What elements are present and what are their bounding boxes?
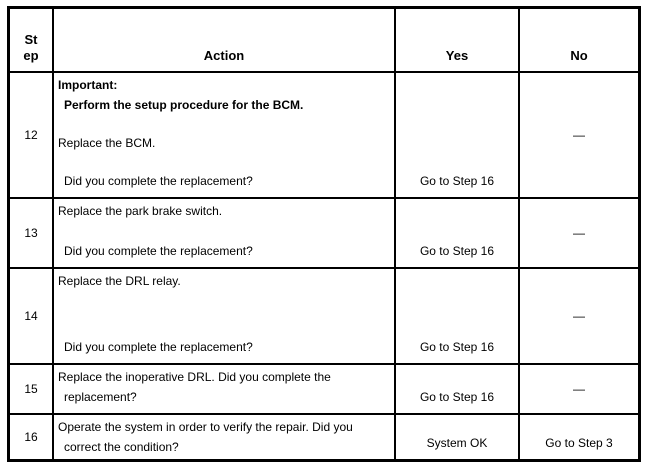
- yes-cell: Go to Step 16: [394, 269, 518, 363]
- action-cell: Operate the system in order to verify th…: [52, 415, 394, 459]
- action-cell: Replace the inoperative DRL. Did you com…: [52, 365, 394, 413]
- yes-answer: Go to Step 16: [419, 390, 495, 404]
- action-question: Did you complete the replacement?: [64, 174, 253, 188]
- header-cell-yes: Yes: [394, 9, 518, 71]
- no-header-label: No: [570, 48, 588, 63]
- action-main-text: Replace the park brake switch.: [58, 204, 223, 218]
- action-main-text: Replace the BCM.: [58, 136, 156, 150]
- no-dash: —: [573, 382, 585, 396]
- no-dash: —: [573, 128, 585, 142]
- header-cell-no: No: [518, 9, 638, 71]
- yes-cell: Go to Step 16: [394, 73, 518, 197]
- yes-answer: Go to Step 16: [419, 174, 495, 188]
- yes-cell: System OK: [394, 415, 518, 459]
- no-dash: —: [573, 309, 585, 323]
- diagnostic-table: Step Action Yes No 12 Important: Perform…: [7, 6, 641, 462]
- action-question: Did you complete the replacement?: [64, 244, 253, 258]
- important-block: Important: Perform the setup procedure f…: [58, 75, 390, 115]
- action-text: Replace the inoperative DRL. Did you com…: [58, 370, 331, 404]
- no-cell: —: [518, 73, 638, 197]
- header-cell-step: Step: [10, 9, 52, 71]
- yes-header-label: Yes: [445, 48, 469, 63]
- action-header-label: Action: [203, 48, 245, 63]
- step-cell: 16: [24, 430, 38, 444]
- yes-cell: Go to Step 16: [394, 365, 518, 413]
- table-row-step-15: 15 Replace the inoperative DRL. Did you …: [10, 363, 638, 413]
- no-dash: —: [573, 226, 585, 240]
- table-row-step-16: 16 Operate the system in order to verify…: [10, 413, 638, 459]
- table-header-row: Step Action Yes No: [10, 9, 638, 71]
- header-cell-action: Action: [52, 9, 394, 71]
- no-cell: —: [518, 269, 638, 363]
- yes-answer: Go to Step 16: [419, 340, 495, 354]
- no-answer: Go to Step 3: [545, 436, 613, 450]
- action-cell: Important: Perform the setup procedure f…: [52, 73, 394, 197]
- step-header-label: Step: [23, 32, 39, 63]
- table-row-step-12: 12 Important: Perform the setup procedur…: [10, 71, 638, 197]
- step-cell: 13: [24, 226, 38, 240]
- yes-answer: System OK: [426, 436, 488, 450]
- action-cell: Replace the DRL relay. Did you complete …: [52, 269, 394, 363]
- no-cell: —: [518, 365, 638, 413]
- step-cell: 14: [24, 309, 38, 323]
- table-row-step-14: 14 Replace the DRL relay. Did you comple…: [10, 267, 638, 363]
- yes-cell: Go to Step 16: [394, 199, 518, 267]
- important-label: Important:: [58, 78, 118, 92]
- action-cell: Replace the park brake switch. Did you c…: [52, 199, 394, 267]
- step-cell: 15: [24, 382, 38, 396]
- action-main-text: Replace the DRL relay.: [58, 274, 181, 288]
- yes-answer: Go to Step 16: [419, 244, 495, 258]
- table-row-step-13: 13 Replace the park brake switch. Did yo…: [10, 197, 638, 267]
- no-cell: —: [518, 199, 638, 267]
- step-cell: 12: [24, 128, 38, 142]
- action-question: Did you complete the replacement?: [64, 340, 253, 354]
- action-text: Operate the system in order to verify th…: [58, 420, 353, 454]
- no-cell: Go to Step 3: [518, 415, 638, 459]
- important-instruction: Perform the setup procedure for the BCM.: [64, 98, 304, 112]
